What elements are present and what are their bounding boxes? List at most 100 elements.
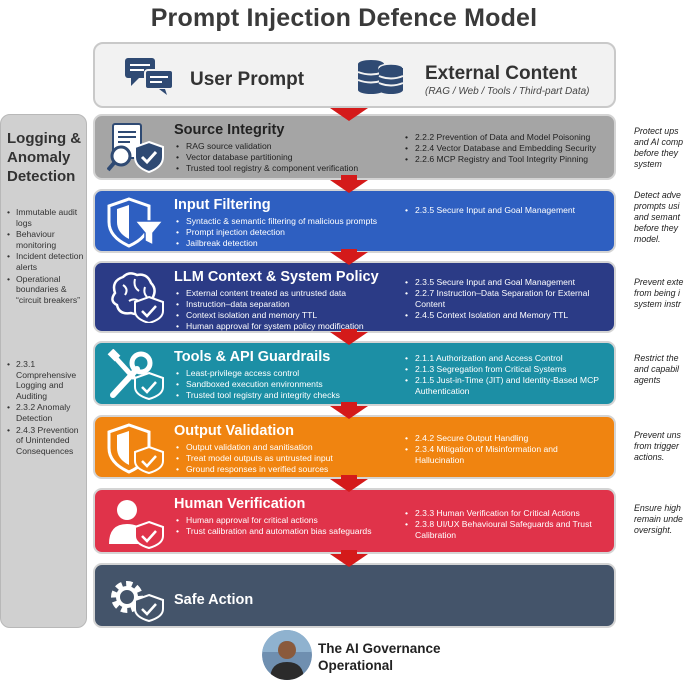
layer-item: Context isolation and memory TTL	[175, 310, 364, 321]
layer-ref: 2.2.4 Vector Database and Embedding Secu…	[404, 143, 609, 154]
logging-title: Logging & Anomaly Detection	[7, 130, 82, 185]
document-magnifier-shield-icon	[107, 123, 164, 174]
layer-title: Tools & API Guardrails	[174, 349, 331, 365]
layer-source-integrity: Source Integrity RAG source validation V…	[93, 114, 616, 180]
layer-item: External content treated as untrusted da…	[175, 288, 364, 299]
layer-refs: 2.3.5 Secure Input and Goal Management 2…	[404, 277, 609, 321]
layer-refs: 2.2.2 Prevention of Data and Model Poiso…	[404, 132, 609, 165]
layer-ref: 2.3.4 Mitigation of Misinformation and H…	[404, 444, 609, 466]
layer-llm-context-system-policy: LLM Context & System Policy External con…	[93, 261, 616, 333]
layer-title: LLM Context & System Policy	[174, 269, 379, 285]
layer-item: Instruction–data separation	[175, 299, 364, 310]
flow-arrow-stem	[341, 550, 357, 555]
shield-check-icon	[107, 423, 164, 475]
layer-ref: 2.3.8 UI/UX Behavioural Safeguards and T…	[404, 519, 609, 541]
layer-item: Treat model outputs as untrusted input	[175, 453, 333, 464]
layer-refs: 2.3.3 Human Verification for Critical Ac…	[404, 508, 609, 541]
flow-arrow	[330, 479, 368, 492]
flow-arrow-stem	[341, 249, 357, 253]
layer-title: Safe Action	[174, 592, 254, 608]
flow-arrow-stem	[341, 475, 357, 480]
layer-output-validation: Output Validation Output validation and …	[93, 415, 616, 479]
layer-note-text: Prevent exte from being i system instr	[634, 277, 684, 309]
flow-arrow	[330, 406, 368, 419]
layer-tools-api-guardrails: Tools & API Guardrails Least-privilege a…	[93, 341, 616, 406]
layer-item: Syntactic & semantic filtering of malici…	[175, 216, 377, 227]
logging-item: Immutable audit logs	[5, 207, 86, 228]
layer-ref: 2.1.3 Segregation from Critical Systems	[404, 364, 609, 375]
logging-ref: 2.4.3 Prevention of Unintended Consequen…	[5, 425, 86, 457]
flow-arrow	[330, 252, 368, 265]
layer-note-text: Restrict the and capabil agents	[634, 353, 679, 385]
layer-ref: 2.4.5 Context Isolation and Memory TTL	[404, 310, 609, 321]
flow-arrow	[330, 332, 368, 345]
layer-items: Output validation and sanitisation Treat…	[175, 442, 333, 475]
logging-item: Operational boundaries & “circuit breake…	[5, 274, 86, 306]
layer-human-verification: Human Verification Human approval for cr…	[93, 488, 616, 554]
layer-item: Trust calibration and automation bias sa…	[175, 526, 372, 537]
footer-brand: The AI Governance Operational	[318, 640, 441, 674]
layer-note-text: Ensure high remain unde oversight.	[634, 503, 683, 535]
layer-items: Least-privilege access control Sandboxed…	[175, 368, 340, 401]
layer-item: Sandboxed execution environments	[175, 379, 340, 390]
layer-ref: 2.2.7 Instruction–Data Separation for Ex…	[404, 288, 609, 310]
layer-ref: 2.2.2 Prevention of Data and Model Poiso…	[404, 132, 609, 143]
layer-title: Output Validation	[174, 423, 295, 439]
layer-title: Source Integrity	[174, 122, 285, 138]
layer-ref: 2.4.2 Secure Output Handling	[404, 433, 609, 444]
layer-items: External content treated as untrusted da…	[175, 288, 364, 332]
layer-refs: 2.1.1 Authorization and Access Control 2…	[404, 353, 609, 397]
flow-arrow	[330, 554, 368, 567]
footer-line2: Operational	[318, 658, 394, 673]
chat-bubbles-icon	[125, 58, 174, 95]
layer-input-filtering: Input Filtering Syntactic & semantic fil…	[93, 189, 616, 253]
layer-items: Syntactic & semantic filtering of malici…	[175, 216, 377, 249]
layer-note: Protect ups and AI comp before they syst…	[634, 126, 688, 170]
layer-item: Trusted tool registry and integrity chec…	[175, 390, 340, 401]
external-content-label: External Content	[425, 63, 578, 84]
logging-ref: 2.3.2 Anomaly Detection	[5, 402, 86, 423]
layer-note: Prevent exte from being i system instr	[634, 277, 688, 310]
logging-items: Immutable audit logs Behaviour monitorin…	[5, 207, 86, 306]
layer-items: RAG source validation Vector database pa…	[175, 141, 358, 174]
layer-ref: 2.3.5 Secure Input and Goal Management	[404, 277, 609, 288]
layer-safe-action: Safe Action	[93, 563, 616, 628]
layer-item: Human approval for critical actions	[175, 515, 372, 526]
input-sources-box: User Prompt External Content (RAG / Web …	[93, 42, 616, 108]
layer-note: Ensure high remain unde oversight.	[634, 503, 688, 536]
layer-note-text: Detect adve prompts usi and semant befor…	[634, 190, 681, 244]
person-shield-icon	[109, 500, 164, 550]
layer-item: RAG source validation	[175, 141, 358, 152]
layer-ref: 2.1.5 Just-in-Time (JIT) and Identity-Ba…	[404, 375, 609, 397]
layer-items: Human approval for critical actions Trus…	[175, 515, 372, 537]
logging-item: Behaviour monitoring	[5, 229, 86, 250]
flow-arrow	[330, 108, 368, 121]
avatar	[262, 630, 312, 680]
layer-item: Prompt injection detection	[175, 227, 377, 238]
flow-arrow-stem	[341, 329, 357, 333]
footer-line1: The AI Governance	[318, 641, 441, 656]
logging-ref: 2.3.1 Comprehensive Logging and Auditing	[5, 359, 86, 401]
gear-shield-icon	[111, 581, 164, 623]
logging-anomaly-panel: Logging & Anomaly Detection Immutable au…	[0, 114, 87, 628]
page-title: Prompt Injection Defence Model	[150, 4, 538, 32]
layer-title: Human Verification	[174, 496, 306, 512]
layer-ref: 2.2.6 MCP Registry and Tool Integrity Pi…	[404, 154, 609, 165]
flow-arrow-stem	[341, 175, 357, 181]
layer-item: Output validation and sanitisation	[175, 442, 333, 453]
layer-item: Human approval for system policy modific…	[175, 321, 364, 332]
external-content-subtitle: (RAG / Web / Tools / Third-part Data)	[425, 86, 590, 97]
layer-note-text: Protect ups and AI comp before they syst…	[634, 126, 684, 169]
flow-arrow-stem	[341, 402, 357, 407]
layer-title: Input Filtering	[174, 197, 271, 213]
layer-item: Least-privilege access control	[175, 368, 340, 379]
layer-note: Restrict the and capabil agents	[634, 353, 688, 386]
layer-item: Jailbreak detection	[175, 238, 377, 249]
layer-item: Vector database partitioning	[175, 152, 358, 163]
layer-ref: 2.1.1 Authorization and Access Control	[404, 353, 609, 364]
layer-ref: 2.3.5 Secure Input and Goal Management	[404, 205, 609, 216]
layer-item: Ground responses in verified sources	[175, 464, 333, 475]
logging-refs: 2.3.1 Comprehensive Logging and Auditing…	[5, 359, 86, 457]
layer-item: Trusted tool registry & component verifi…	[175, 163, 358, 174]
layer-note: Prevent uns from trigger actions.	[634, 430, 688, 463]
